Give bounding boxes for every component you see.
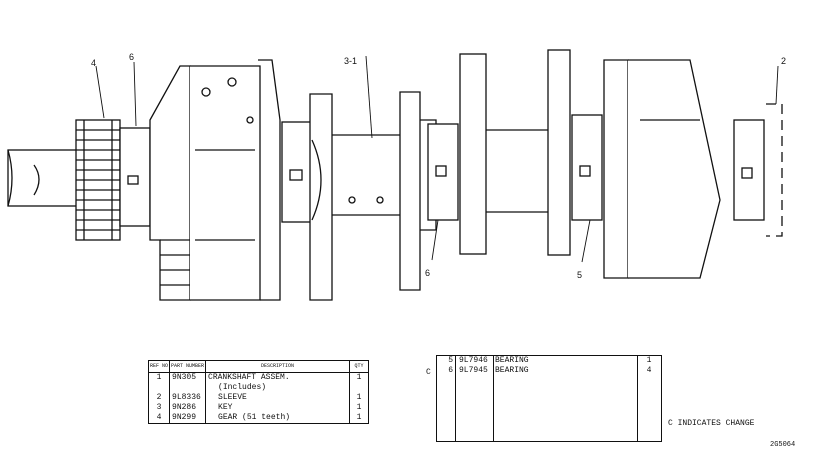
crank-web-1 <box>149 65 191 301</box>
change-note: C INDICATES CHANGE <box>668 419 755 428</box>
ref-cell: 4 <box>148 413 171 424</box>
parts-table-continued-rows: 5 9L7946 BEARING 1 6 9L7945 BEARING 4 <box>437 356 661 376</box>
column-divider <box>455 356 456 441</box>
bearing-journal-3 <box>571 114 603 263</box>
qty-cell: 1 <box>356 393 362 402</box>
description-cell: KEY <box>205 403 350 413</box>
callout-5: 5 <box>577 270 583 280</box>
description-cell: CRANKSHAFT ASSEM. <box>205 372 350 383</box>
table-row: 3 9N286 KEY 1 <box>148 403 369 413</box>
crank-web-3 <box>309 93 384 301</box>
part-number-cell <box>169 383 207 393</box>
description-cell: BEARING <box>495 356 529 365</box>
parts-table-header: REF NO PART NUMBER DESCRIPTION QTY <box>148 360 369 373</box>
callout-2: 2 <box>781 56 787 66</box>
part-number-cell: 9N286 <box>169 403 207 413</box>
end-cap <box>766 65 783 237</box>
part-number-cell: 9L8336 <box>169 393 207 403</box>
callout-6-gear: 6 <box>129 52 135 62</box>
callout-3-1: 3-1 <box>344 56 358 66</box>
description-cell: (Includes) <box>205 383 350 393</box>
parts-table: REF NO PART NUMBER DESCRIPTION QTY 1 9N3… <box>148 360 369 424</box>
table-row: 6 9L7945 BEARING 4 <box>437 366 661 376</box>
header-description: DESCRIPTION <box>205 360 350 373</box>
main-shaft <box>332 55 400 216</box>
description-cell: BEARING <box>495 366 529 375</box>
change-marker: C <box>426 368 431 377</box>
crank-web-7 <box>603 59 721 279</box>
qty-cell <box>350 383 369 393</box>
bearing-journal-1 <box>281 121 313 223</box>
callout-4: 4 <box>91 58 97 68</box>
crank-web-5 <box>459 53 550 255</box>
gear-part <box>75 119 121 241</box>
part-number-cell: 9N305 <box>169 372 207 383</box>
part-number-cell: 9N299 <box>169 413 207 424</box>
figure-number: 2G5064 <box>770 441 796 449</box>
sleeve-part <box>119 127 151 227</box>
description-cell: GEAR (51 teeth) <box>205 413 350 424</box>
ref-cell <box>148 383 171 393</box>
end-journal <box>733 119 765 221</box>
qty-cell: 1 <box>646 356 652 365</box>
ref-cell: 3 <box>148 403 171 413</box>
qty-cell: 1 <box>356 413 362 422</box>
qty-cell: 4 <box>646 366 652 375</box>
qty-cell: 1 <box>356 373 362 382</box>
table-row: 2 9L8336 SLEEVE 1 <box>148 393 369 403</box>
description-cell: SLEEVE <box>205 393 350 403</box>
ref-cell: 6 <box>448 366 453 375</box>
header-part-number: PART NUMBER <box>169 360 207 373</box>
column-divider <box>637 356 638 441</box>
parts-table-continued: 5 9L7946 BEARING 1 6 9L7945 BEARING 4 <box>436 355 662 442</box>
qty-cell: 1 <box>356 403 362 412</box>
part-number-cell: 9L7945 <box>459 366 488 375</box>
ref-cell: 1 <box>148 372 171 383</box>
shaft-stub <box>7 149 81 207</box>
header-qty: QTY <box>349 360 369 373</box>
table-row: 5 9L7946 BEARING 1 <box>437 356 661 366</box>
crank-web-4 <box>399 91 437 291</box>
ref-cell: 2 <box>148 393 171 403</box>
column-divider <box>493 356 494 441</box>
part-number-cell: 9L7946 <box>459 356 488 365</box>
crank-web-2 <box>190 59 281 301</box>
table-row: 1 9N305 CRANKSHAFT ASSEM. 1 <box>148 372 369 383</box>
crankshaft-exploded-diagram <box>7 49 783 301</box>
callout-6-bearing: 6 <box>425 268 431 278</box>
header-ref: REF NO <box>148 360 171 373</box>
crank-web-6 <box>547 49 571 256</box>
table-row: 4 9N299 GEAR (51 teeth) 1 <box>148 413 369 424</box>
bearing-journal-2 <box>427 123 459 261</box>
ref-cell: 5 <box>448 356 453 365</box>
table-row: (Includes) <box>148 383 369 393</box>
